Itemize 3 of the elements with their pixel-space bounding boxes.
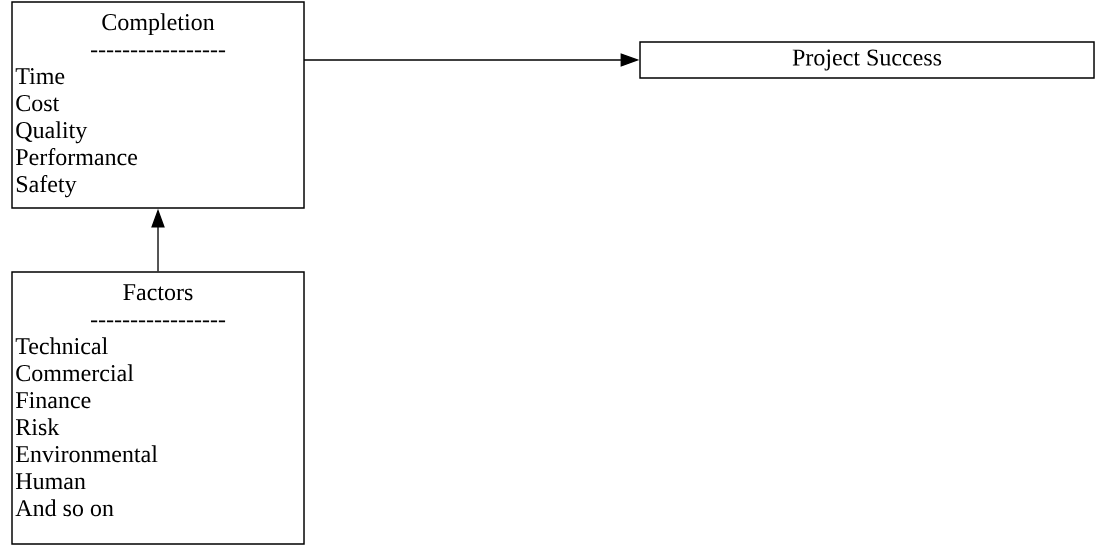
text-box: Factors ----------------- Technical Commercial Finance Risk Environmental Human And so on [11,271,305,545]
text-box: Project Success [639,41,1095,79]
text-box: Completion ----------------- Time Cost Quality Performance Safety [11,1,305,209]
